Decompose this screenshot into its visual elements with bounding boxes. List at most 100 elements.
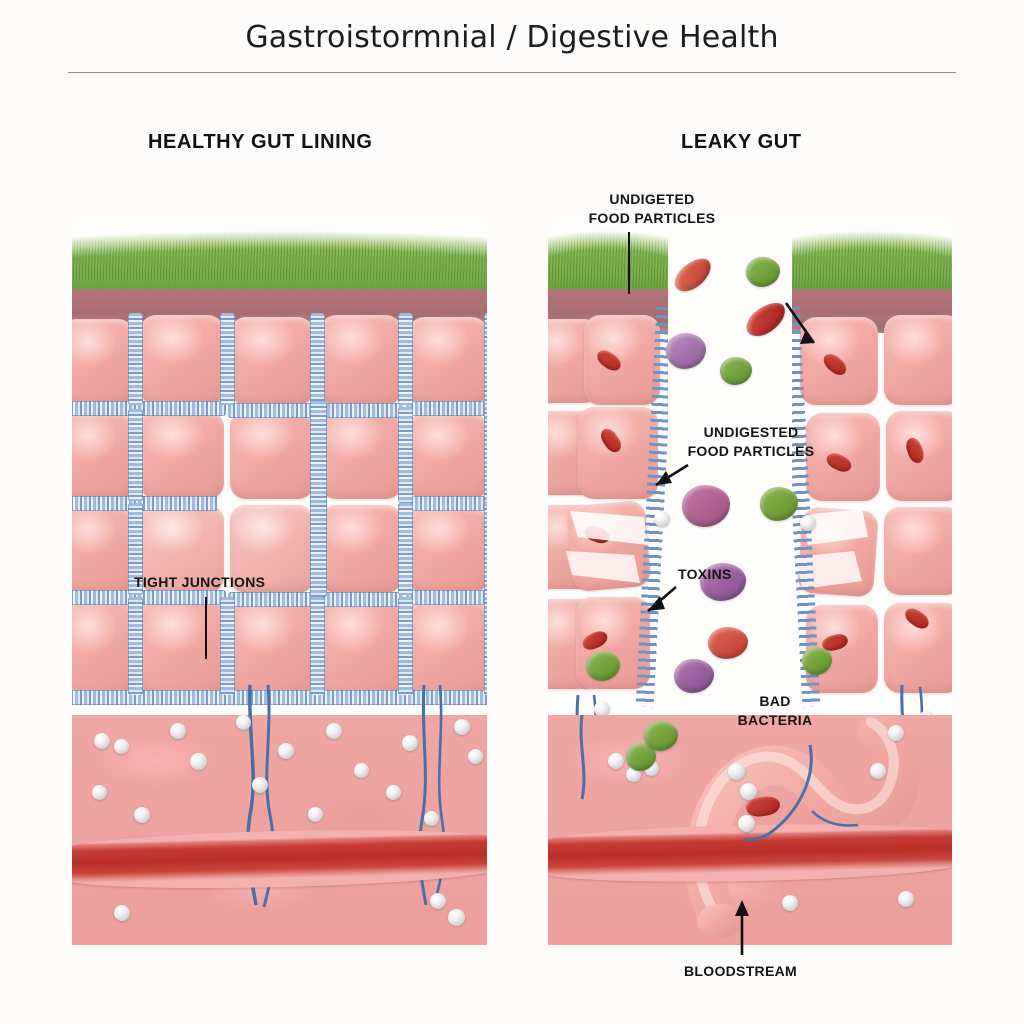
page-title: Gastroistormnial / Digestive Health xyxy=(245,20,779,55)
tight-junction xyxy=(128,409,143,501)
immune-cell xyxy=(654,511,670,527)
bacteria-particle xyxy=(760,487,798,521)
toxin-particle xyxy=(666,333,706,369)
tight-junction xyxy=(398,503,413,595)
immune-cell xyxy=(424,811,439,826)
immune-cell xyxy=(608,753,624,769)
immune-cell xyxy=(738,815,755,832)
tight-junction xyxy=(310,313,325,405)
epithelial-cell xyxy=(884,507,952,595)
tight-junction xyxy=(220,597,235,695)
immune-cell xyxy=(326,723,342,739)
nerve-fiber-group-bottom xyxy=(579,715,859,841)
toxin-particle xyxy=(674,659,714,693)
immune-cell xyxy=(278,743,294,759)
epithelial-cell xyxy=(320,599,402,697)
epithelial-cell xyxy=(320,505,402,593)
epithelial-cell xyxy=(884,315,952,405)
tight-junction xyxy=(398,597,413,695)
epithelial-cell xyxy=(72,319,134,405)
epithelial-cell xyxy=(72,601,134,697)
immune-cell xyxy=(190,753,207,770)
immune-cell xyxy=(94,733,110,749)
leaky-bottom-tissue xyxy=(548,715,952,945)
tight-junction xyxy=(406,496,487,511)
epithelial-cell xyxy=(408,413,487,499)
bacteria-particle xyxy=(586,651,620,681)
immune-cell xyxy=(430,893,446,909)
tight-junction xyxy=(72,590,226,605)
immune-cell xyxy=(134,807,150,823)
callout-leader-undigested xyxy=(628,232,630,294)
nerve-fiber xyxy=(743,744,813,841)
toxin-particle xyxy=(682,485,730,527)
epithelial-cell xyxy=(408,507,487,593)
immune-cell xyxy=(170,723,186,739)
bacteria-head xyxy=(697,904,743,938)
immune-cell xyxy=(740,783,757,800)
panel-leaky-gut: UNDIGESTED FOOD PARTICLES TOXINS BAD BAC… xyxy=(548,215,952,945)
epithelial-cell xyxy=(140,315,224,405)
torn-tissue-left xyxy=(566,511,648,583)
immune-cell xyxy=(800,515,816,531)
immune-cell xyxy=(782,895,798,911)
epithelial-cell xyxy=(230,411,314,499)
epithelial-cell xyxy=(320,411,402,499)
epithelial-cell xyxy=(230,599,314,697)
epithelial-cell xyxy=(408,601,487,697)
title-divider xyxy=(68,72,956,73)
callout-leader-tight-junctions xyxy=(205,597,207,659)
nerve-fiber xyxy=(811,810,859,827)
bacteria-particle xyxy=(746,257,780,287)
bacteria-particle xyxy=(802,647,832,675)
immune-cell xyxy=(308,807,323,822)
tight-junction xyxy=(484,503,487,595)
immune-cell xyxy=(888,725,904,741)
immune-cell xyxy=(354,763,369,778)
epithelial-cell xyxy=(72,507,134,593)
epithelial-cell xyxy=(584,315,660,405)
epithelial-cell xyxy=(230,317,314,405)
epithelial-cell xyxy=(578,407,658,499)
epithelial-cell xyxy=(230,505,314,593)
tight-junction xyxy=(398,313,413,405)
tight-junction xyxy=(128,313,143,405)
tight-junction xyxy=(220,313,235,405)
immune-cell xyxy=(252,777,268,793)
food-particle xyxy=(669,252,717,298)
food-particle xyxy=(740,296,792,343)
immune-cell xyxy=(870,763,886,779)
bacteria-highlight xyxy=(693,717,899,911)
immune-cell xyxy=(386,785,401,800)
panel-heading-leaky: LEAKY GUT xyxy=(681,131,802,153)
immune-cell xyxy=(402,735,418,751)
tight-junction xyxy=(484,313,487,405)
callout-toxins: TOXINS xyxy=(678,566,732,582)
immune-cell xyxy=(448,909,465,926)
microvilli-layer-leaky-right xyxy=(792,215,952,293)
tight-junction-column xyxy=(310,401,327,597)
tight-junction xyxy=(484,407,487,503)
food-particle xyxy=(708,627,748,659)
callout-bloodstream: BLOODSTREAM xyxy=(684,963,797,979)
immune-cell xyxy=(454,719,470,735)
immune-cell xyxy=(114,905,130,921)
nerve-fiber xyxy=(579,715,586,800)
immune-cell xyxy=(898,891,914,907)
immune-cell xyxy=(92,785,107,800)
tight-junction xyxy=(128,503,143,595)
tight-junction xyxy=(398,407,413,503)
tight-junction xyxy=(128,597,143,695)
epithelial-cell xyxy=(140,505,224,593)
immune-cell xyxy=(236,715,251,730)
callout-undigested-food-particles-2: UNDIGESTED FOOD PARTICLES xyxy=(687,424,815,459)
panel-heading-healthy: HEALTHY GUT LINING xyxy=(148,131,373,153)
callout-tight-junctions: TIGHT JUNCTIONS xyxy=(134,574,266,590)
immune-cell xyxy=(468,749,483,764)
tight-junction xyxy=(72,496,218,511)
bacteria-particle xyxy=(720,357,752,385)
epithelial-cell xyxy=(320,315,402,405)
epithelial-cell xyxy=(72,413,134,499)
tight-junction xyxy=(72,690,487,705)
